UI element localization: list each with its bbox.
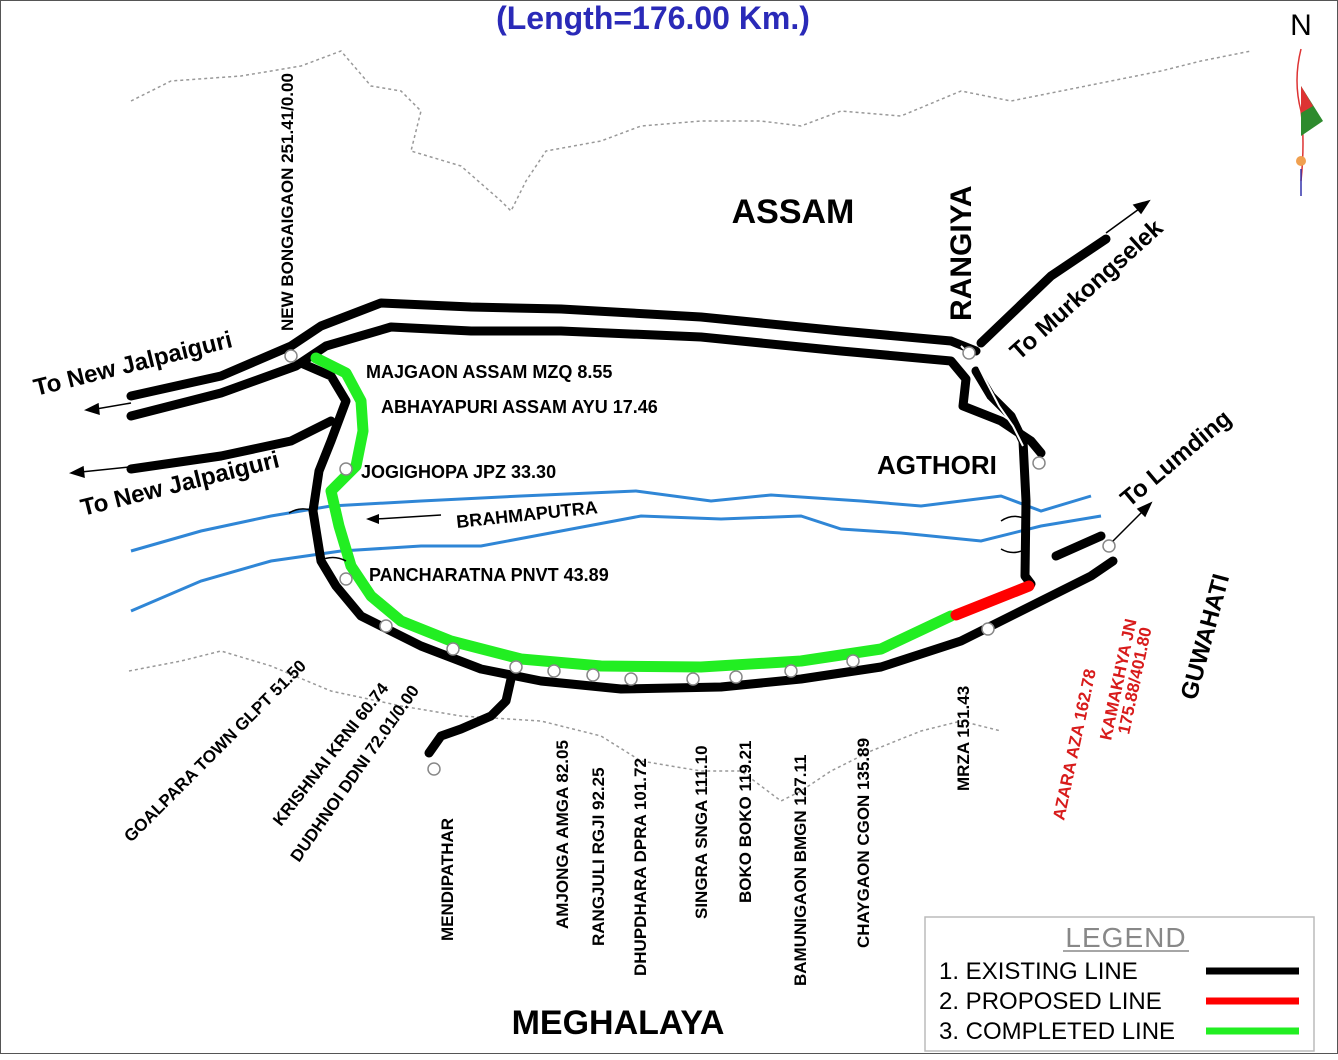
- station-pancharatna: PANCHARATNA PNVT 43.89: [369, 565, 609, 585]
- station-mrza: MRZA 151.43: [954, 686, 973, 791]
- station-new-bongaigaon: NEW BONGAIGAON 251.41/0.00: [278, 73, 297, 331]
- legend-item-existing: 1. EXISTING LINE: [939, 958, 1138, 985]
- legend-heading: LEGEND: [1065, 922, 1186, 953]
- station-dot-singra: [686, 672, 700, 686]
- station-dot-goalpara: [379, 619, 393, 633]
- north-arrow: N: [1290, 9, 1323, 196]
- station-abhayapuri: ABHAYAPURI ASSAM AYU 17.46: [381, 397, 658, 417]
- state-boundary-north: [130, 50, 1252, 213]
- station-dot-azara: [981, 622, 995, 636]
- north-label: N: [1290, 9, 1312, 42]
- river-south-bank: [130, 514, 1102, 613]
- arrow-new-jalpaiguri-2: [80, 466, 130, 473]
- station-bamunigaon: BAMUNIGAON BMGN 127.11: [791, 755, 810, 986]
- river-flow-arrow: [366, 514, 442, 524]
- direction-new-jalpaiguri-1: To New Jalpaiguri: [31, 326, 235, 401]
- legend-item-completed: 3. COMPLETED LINE: [939, 1018, 1175, 1045]
- arrow-head-2: [68, 465, 85, 479]
- station-singra: SINGRA SNGA 111.10: [692, 745, 711, 919]
- arrow-lumding: [1112, 510, 1144, 542]
- region-assam: ASSAM: [732, 193, 855, 231]
- existing-line-mendipathar: [424, 674, 516, 758]
- station-dot-jogighopa: [339, 462, 353, 476]
- junction-guwahati: GUWAHATI: [1176, 571, 1235, 702]
- region-meghalaya: MEGHALAYA: [512, 1004, 725, 1042]
- existing-line-south-loop: [296, 358, 1118, 694]
- station-dot-amjonga: [547, 664, 561, 678]
- existing-line-north-inner: [126, 322, 1046, 458]
- station-dot-dudhnoi: [509, 660, 523, 674]
- existing-line-to-jalpaiguri-2: [126, 416, 336, 474]
- station-chaygaon: CHAYGAON CGON 135.89: [854, 738, 873, 948]
- proposed-line: [950, 580, 1035, 621]
- bridge-marker-4: [1000, 548, 1027, 554]
- legend-item-proposed: 2. PROPOSED LINE: [939, 988, 1162, 1015]
- completed-line: [310, 352, 957, 673]
- arrow-head-1: [83, 402, 100, 416]
- existing-line-lumding: [1051, 531, 1106, 561]
- state-boundary-south: [128, 650, 1002, 802]
- station-dot-guwahati: [1102, 539, 1116, 553]
- direction-lumding: To Lumding: [1116, 405, 1237, 513]
- arrow-murkongselek: [1105, 208, 1140, 234]
- junction-agthori: AGTHORI: [877, 450, 997, 480]
- station-dot-mendipathar: [427, 762, 441, 776]
- station-dot-pancharatna: [339, 572, 353, 586]
- bridge-markers: [288, 508, 1027, 562]
- station-dot-rangjuli: [586, 668, 600, 682]
- bridge-marker-3: [1000, 515, 1027, 522]
- station-rangjuli: RANGJULI RGJI 92.25: [589, 767, 608, 946]
- map-title: (Length=176.00 Km.): [496, 1, 810, 36]
- arrow-head-3: [1132, 199, 1151, 215]
- station-mendipathar: MENDIPATHAR: [438, 818, 457, 941]
- track-gap-east: [960, 345, 1024, 447]
- station-dot-krishnai: [446, 642, 460, 656]
- station-dot-dhupdhara: [624, 672, 638, 686]
- station-dot-boko: [729, 670, 743, 684]
- north-arrow-dot: [1296, 156, 1306, 166]
- existing-line-north-outer: [126, 298, 981, 401]
- existing-line-east: [971, 366, 1036, 589]
- station-dot-rangiya: [962, 346, 976, 360]
- legend-box: LEGEND 1. EXISTING LINE 2. PROPOSED LINE…: [924, 916, 1315, 1052]
- arrow-head-4: [1136, 501, 1153, 518]
- north-arrow-flag: [1301, 86, 1313, 113]
- station-azara: AZARA AZA 162.78: [1049, 667, 1100, 822]
- direction-murkongselek: To Murkongselek: [1005, 214, 1169, 365]
- arrow-new-jalpaiguri-1: [95, 402, 132, 410]
- bridge-marker-2: [318, 556, 347, 562]
- station-jogighopa: JOGIGHOPA JPZ 33.30: [361, 462, 556, 482]
- station-dot-agthori: [1032, 456, 1046, 470]
- track-gap-group: [960, 345, 1024, 447]
- station-amjonga: AMJONGA AMGA 82.05: [553, 740, 572, 929]
- existing-line-group: [126, 234, 1118, 758]
- station-majgaon: MAJGAON ASSAM MZQ 8.55: [366, 362, 612, 382]
- station-dot-new-bongaigaon: [284, 349, 298, 363]
- station-boko: BOKO BOKO 119.21: [736, 740, 755, 903]
- river-north-bank: [130, 489, 1092, 553]
- junction-rangiya: RANGIYA: [945, 185, 978, 321]
- station-dot-bamunigaon: [784, 664, 798, 678]
- existing-line-murkongselek: [976, 234, 1111, 348]
- bridge-marker-1: [288, 508, 314, 514]
- direction-arrows: [68, 199, 1153, 542]
- station-dhupdhara: DHUPDHARA DPRA 101.72: [631, 758, 650, 976]
- station-dot-chaygaon: [846, 654, 860, 668]
- station-markers: [284, 346, 1116, 776]
